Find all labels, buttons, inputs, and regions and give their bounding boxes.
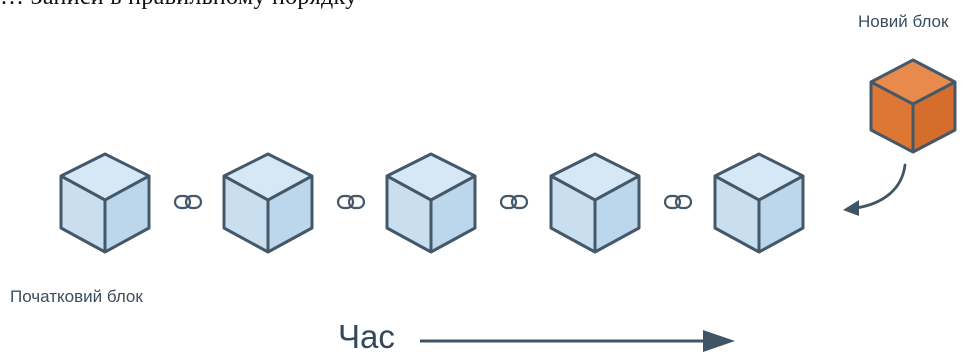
link-icon [336,194,366,210]
block-3 [385,152,477,254]
time-label: Час [338,318,395,355]
link-icon [173,194,203,210]
link-icon [499,194,529,210]
new-block-label: Новий блок [858,12,949,31]
append-arrowhead [843,200,859,216]
genesis-block-label: Початковий блок [10,287,143,306]
cropped-top-text: … Записи в правильному порядку [0,0,620,12]
block-4 [549,152,641,254]
block-2 [222,152,314,254]
block-5 [713,152,805,254]
block-genesis [59,152,151,254]
link-icon [663,194,693,210]
append-arrow [854,163,907,210]
time-arrowhead [703,330,735,352]
new-block [869,58,957,154]
